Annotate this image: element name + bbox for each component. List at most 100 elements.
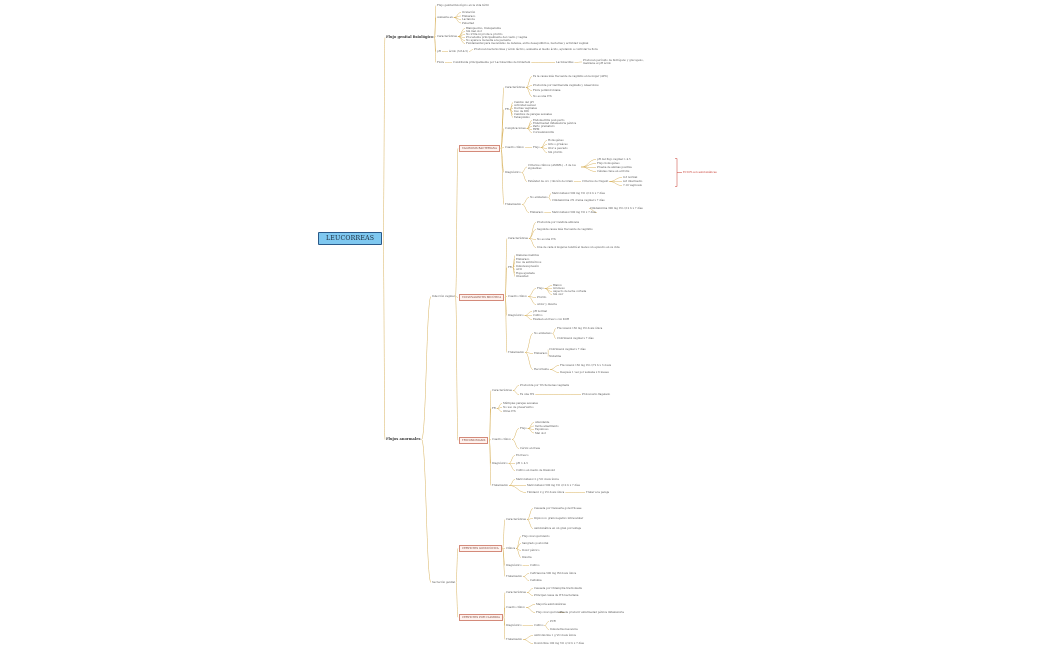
branch-infeccion-vaginal[interactable]: Infección vaginal: [432, 295, 455, 298]
vb-caract: Características: [505, 86, 525, 89]
vv-fr: FR: [508, 266, 512, 269]
connector: [489, 440, 492, 486]
box-cervicitis-gono[interactable]: CERVICITIS GONOCÓCICA: [459, 545, 502, 552]
vb-nugent-1: 0-3 normal: [623, 176, 638, 179]
vv-ardor: Ardor y disuria: [537, 303, 557, 306]
tr-dx-1: En fresco: [516, 454, 529, 457]
cg-dx: Diagnóstico: [506, 564, 522, 567]
vb-caract-2: Producida por Gardnerella vaginalis y An…: [533, 84, 599, 87]
connector: [509, 485, 527, 493]
connector: [609, 181, 623, 186]
vv-noemb-1: Fluconazol 150 mg VO dosis única: [557, 327, 603, 330]
connector: [504, 297, 508, 353]
connector: [544, 288, 553, 295]
vb-comp: Complicaciones: [505, 127, 526, 130]
connector: [525, 87, 533, 97]
vv-clinica: Cuadro clínico: [508, 295, 528, 298]
tr-fr-2: No uso de preservativo: [503, 406, 534, 409]
cg-caract-2: Diplococo gram negativo intracelular: [534, 517, 584, 520]
vb-emb-2: Clindamicina 300 mg VO c/12 h x 7 días: [590, 207, 643, 210]
cc-clin-2: Flujo mucopurulento: [536, 611, 564, 614]
connector: [544, 285, 553, 289]
aumenta-2: Embarazo: [462, 14, 476, 18]
connector: [526, 519, 534, 529]
box-vulvovaginitis[interactable]: VULVOVAGINITIS MICÓTICA: [459, 294, 505, 301]
branch-flujos-anormales[interactable]: Flujos anormales: [386, 437, 421, 441]
cg-caract-1: Causada por Neisseria gonorrhoeae: [534, 507, 582, 510]
tr-tx: Tratamiento: [492, 484, 509, 487]
vb-comp-2: Enfermedad inflamatoria pélvica: [533, 122, 577, 125]
vv-fr-2: Embarazo: [516, 257, 530, 261]
cc-cult-2: Inmunofluorescencia: [550, 628, 578, 631]
cc-tx: Tratamiento: [506, 638, 523, 641]
root-node[interactable]: LEUCORREAS: [318, 232, 383, 245]
vb-clinica: Cuadro clínico: [505, 146, 525, 149]
cc-caract: Características: [506, 591, 526, 594]
connector: [502, 519, 506, 549]
vb-flujo-2: Gris o grisáceo: [548, 143, 568, 146]
caract-1: Blanquecino, transparente: [466, 27, 502, 30]
connector: [469, 49, 474, 52]
cg-caract-3: Asintomática en un gran porcentaje: [534, 527, 582, 530]
connector: [525, 352, 534, 354]
connector: [549, 369, 560, 373]
connector: [526, 588, 534, 593]
connector: [522, 204, 530, 213]
connector: [382, 238, 386, 440]
box-tricomoniasis[interactable]: TRICOMONIASIS: [459, 437, 489, 444]
tr-flujo-1: Abundante: [535, 421, 550, 424]
tr-tx-note: Tratar a la pareja: [586, 491, 610, 494]
tr-fr-3: Otras ITS: [503, 410, 516, 413]
connector: [434, 17, 437, 38]
vv-caract-4: Una de cada 4 mujeres tendrá al menos un…: [537, 246, 620, 249]
vb-flujo-4: Sin prurito: [548, 151, 563, 154]
connector: [580, 159, 597, 168]
tr-flujo-3: Espumoso: [535, 428, 549, 431]
box-cervicitis-clamidia[interactable]: CERVICITIS POR CLAMIDIA: [459, 614, 503, 621]
connector: [457, 34, 466, 37]
vv-fr-3: Uso de antibióticos: [516, 261, 542, 264]
cg-tx-1: Ceftriaxona 500 mg IM dosis única: [530, 572, 577, 575]
ph-label: ácido (3.8-4.5): [449, 50, 469, 53]
fisio-item-caract: Características: [437, 35, 457, 38]
tr-dx-3: Cultivo en medio de Diamond: [516, 469, 555, 472]
connector: [544, 625, 550, 630]
vb-nugent-2: 4-6 intermedio: [623, 180, 643, 183]
vb-fr: FR: [505, 108, 509, 111]
cc-dx: Diagnóstico: [506, 624, 522, 627]
tr-caract-2: Es una ITS: [520, 393, 535, 396]
connector: [549, 365, 560, 370]
vb-comp-4: RPM: [533, 128, 540, 131]
branch-flujo-fisiologico[interactable]: Flujo genital fisiológico: [386, 35, 434, 39]
connector: [512, 390, 520, 395]
vb-comp-3: Parto prematuro: [533, 125, 555, 128]
vv-dx-3: Examen en fresco con KOH: [533, 318, 570, 321]
connector: [525, 76, 533, 88]
connector: [524, 315, 533, 320]
vv-emb-2: Nistatina: [549, 355, 562, 358]
vb-caract-4: No es una ITS: [533, 95, 552, 98]
connector: [540, 140, 548, 148]
branch-secrecion-genital[interactable]: Secreción genital: [432, 581, 455, 584]
box-vaginosis[interactable]: VAGINOSIS BACTERIANA: [459, 145, 500, 152]
vb-fr-4: Uso de DIU: [514, 110, 530, 113]
connector: [434, 37, 437, 63]
connector: [489, 408, 492, 441]
connector: [526, 604, 536, 608]
connector: [509, 479, 516, 486]
vb-fr-5: Cambios de parejas sexuales: [514, 113, 552, 116]
connector: [512, 439, 520, 449]
tr-tx-3: Tinidazol 2 g VO dosis única: [527, 491, 565, 494]
vv-emb-1: Clotrimazol vaginal x 7 días: [549, 348, 586, 351]
connector: [525, 352, 534, 370]
connector: [526, 607, 536, 613]
connector: [500, 128, 505, 149]
vb-tx: Tratamiento: [505, 203, 522, 206]
tr-cervix: Cérvix en fresa: [520, 447, 540, 450]
vv-emb: Embarazo: [534, 352, 548, 355]
connector: [521, 172, 528, 182]
vv-fr-1: Diabetes mellitus: [516, 254, 539, 257]
connector: [526, 592, 534, 596]
connector: [548, 193, 552, 198]
vv-flujo-4: Sin olor: [553, 293, 564, 296]
